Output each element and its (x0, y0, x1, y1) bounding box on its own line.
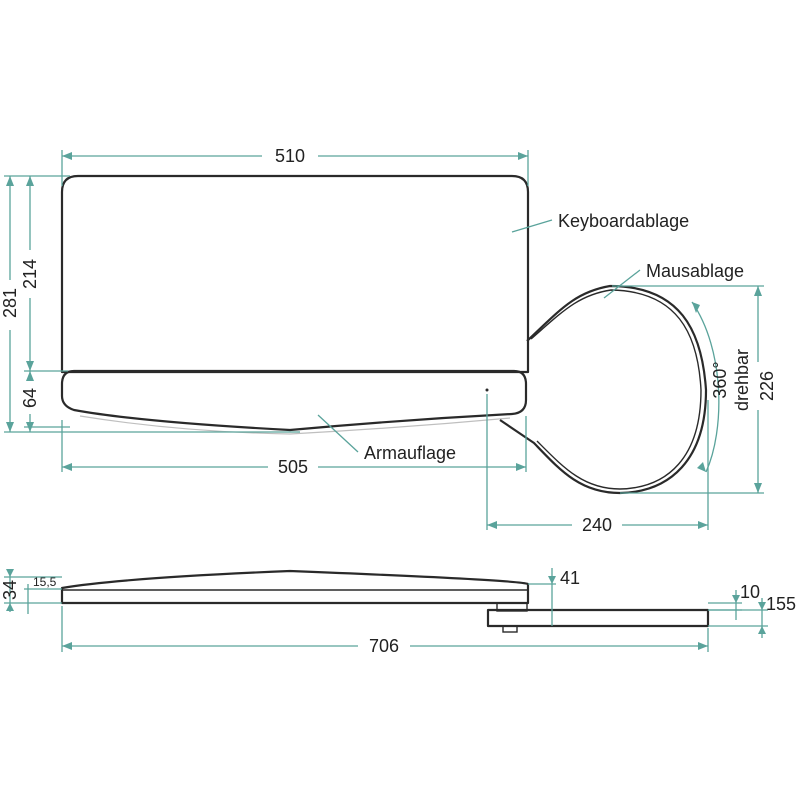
dim-15-5-label: 15,5 (33, 575, 57, 589)
dim-155-arrow-bottom (758, 626, 766, 634)
rotation-arc (691, 301, 720, 473)
dim-155-arrow-top (758, 602, 766, 610)
dim-240-arrow-left (487, 521, 497, 529)
rotation-word-label: drehbar (732, 349, 752, 411)
mouse-tray-inner (530, 289, 702, 490)
dim-706-arrow-right (698, 642, 708, 650)
dim-64-arrow-top (26, 371, 34, 381)
dim-240-label: 240 (582, 515, 612, 535)
dim-706-arrow-left (62, 642, 72, 650)
side-pivot-knob (502, 625, 518, 633)
keyboard-tray-outline (60, 174, 530, 374)
dim-240-arrow-right (698, 521, 708, 529)
dim-706-label: 706 (369, 636, 399, 656)
mouse-tray-outline (499, 284, 708, 495)
dim-155-label: 155 (766, 594, 796, 614)
dim-505-arrow-right (516, 463, 526, 471)
armrest-leader (317, 414, 359, 453)
rotation-arrow-top (692, 302, 700, 313)
dim-41-label: 41 (560, 568, 580, 588)
dim-510-arrow-left (62, 152, 72, 160)
dim-505-arrow-left (62, 463, 72, 471)
dim-505-label: 505 (278, 457, 308, 477)
dim-214-label: 214 (20, 259, 40, 289)
rotation-arrow-bottom (697, 462, 706, 472)
mouse-label: Mausablage (646, 261, 744, 281)
side-mouse-profile (486, 608, 710, 628)
dim-226-label: 226 (757, 371, 777, 401)
dim-281-arrow-bottom (6, 422, 14, 432)
armrest-outline (60, 369, 528, 432)
mouse-leader (603, 269, 641, 299)
side-pivot-block (496, 602, 528, 612)
keyboard-label: Keyboardablage (558, 211, 689, 231)
rotation-label: 360° (710, 361, 730, 398)
dim-10-arrow (732, 595, 740, 603)
dim-34-label: 34 (0, 580, 20, 600)
dim-226-arrow-top (754, 286, 762, 296)
dim-34-arrow-top (6, 569, 14, 577)
dim-281-arrow-top (6, 176, 14, 186)
dim-281-label: 281 (0, 288, 20, 318)
dim-10-label: 10 (740, 582, 760, 602)
dim-64-label: 64 (20, 388, 40, 408)
armrest-shade (79, 415, 511, 435)
pivot-point (485, 388, 489, 392)
dim-34-arrow-bottom (6, 603, 14, 611)
dim-41-arrow (548, 576, 556, 584)
dim-226-arrow-bottom (754, 483, 762, 493)
armrest-label: Armauflage (364, 443, 456, 463)
side-keyboard-profile (60, 569, 530, 605)
dim-214-arrow-bottom (26, 361, 34, 371)
dim-510-label: 510 (275, 146, 305, 166)
keyboard-leader (511, 219, 553, 233)
dim-510-arrow-right (518, 152, 528, 160)
dim-64-arrow-bottom (26, 422, 34, 432)
dim-214-arrow-top (26, 176, 34, 186)
